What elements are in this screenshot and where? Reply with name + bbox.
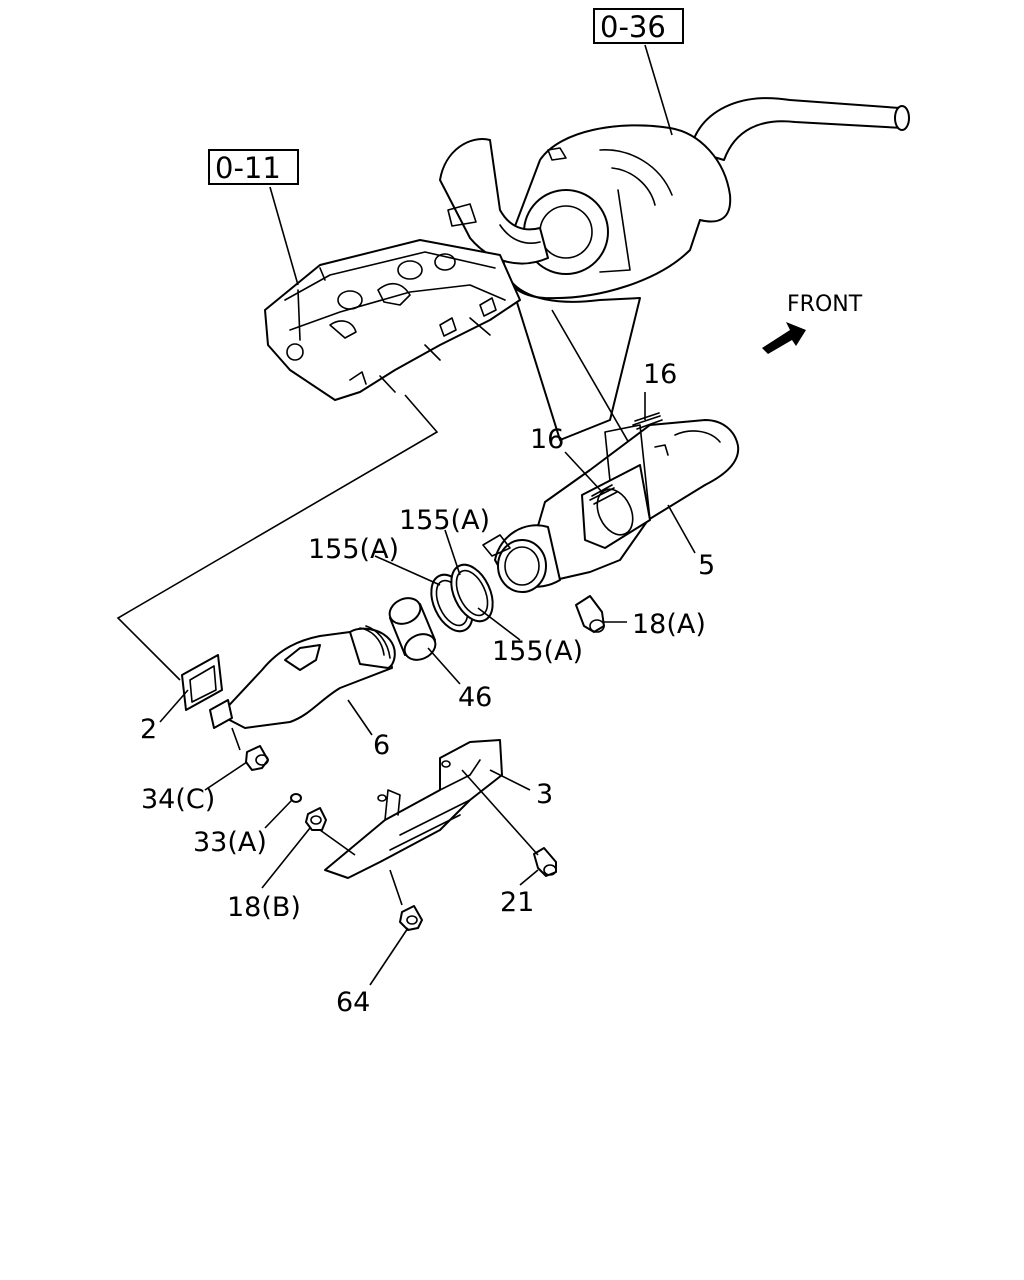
leader-p46 — [427, 647, 461, 685]
leader-p5 — [667, 504, 696, 554]
leader-p155-upper — [444, 529, 461, 576]
leader-p18b-stud — [319, 829, 356, 856]
callout-2: 2 — [140, 714, 157, 745]
part-18b-nut — [305, 807, 327, 831]
turbocharger-assembly — [439, 97, 910, 441]
leader-p155-lower — [477, 607, 521, 641]
callout-16-upper: 16 — [643, 359, 677, 390]
part-34c-nut — [245, 745, 269, 771]
ref-leader-b — [269, 186, 299, 286]
part-3-heat-shield — [324, 739, 503, 879]
leader-p34c — [204, 761, 248, 791]
callout-46: 46 — [458, 682, 492, 713]
leader-p16-lower — [564, 451, 604, 494]
callout-33a: 33(A) — [193, 827, 267, 858]
leader-p21-stud — [461, 769, 539, 856]
callout-6: 6 — [373, 730, 390, 761]
ref-box-left: 0-11 — [208, 149, 299, 185]
leader-p6 — [347, 699, 373, 736]
callout-16-lower: 16 — [530, 424, 564, 455]
part-6-front-pipe — [181, 625, 396, 729]
callout-155a-upper: 155(A) — [399, 505, 490, 536]
ref-box-left-text: 0-11 — [215, 151, 281, 185]
leader-p2 — [159, 689, 189, 723]
front-direction-indicator: FRONT — [762, 292, 863, 354]
front-label: FRONT — [787, 292, 863, 317]
ref-leader-a — [644, 44, 673, 136]
exhaust-manifold-assembly — [264, 239, 521, 401]
callout-34c: 34(C) — [141, 784, 215, 815]
leader-p34c-stud — [231, 727, 241, 751]
ref-box-upper: 0-36 — [593, 8, 684, 44]
part-33a-washer — [290, 793, 302, 803]
callout-5: 5 — [698, 550, 715, 581]
leader-p33a — [264, 799, 293, 829]
front-arrow-icon — [762, 322, 806, 354]
leader-p18b — [261, 827, 311, 889]
part-155a-seal-rings — [430, 563, 494, 633]
part-64-nut — [399, 905, 423, 931]
callout-64: 64 — [336, 987, 370, 1018]
part-18a-bolt — [575, 595, 605, 633]
leader-p3 — [489, 769, 531, 791]
part-5-exhaust-pipe — [482, 412, 740, 593]
phantom-line-turbo — [551, 309, 641, 463]
callout-18a: 18(A) — [632, 609, 706, 640]
leader-p155-left — [374, 555, 441, 586]
leader-p64-stud — [389, 869, 403, 906]
ref-box-upper-text: 0-36 — [600, 10, 666, 44]
callout-155a-left: 155(A) — [308, 534, 399, 565]
callout-3: 3 — [536, 779, 553, 810]
callout-155a-lower: 155(A) — [492, 636, 583, 667]
part-46-sleeve — [388, 597, 437, 661]
leader-p21 — [519, 869, 539, 886]
callout-18b: 18(B) — [227, 892, 301, 923]
phantom-line-left — [116, 394, 439, 681]
leader-p64 — [369, 927, 409, 986]
callout-21: 21 — [500, 887, 534, 918]
part-21-bolt — [533, 847, 557, 877]
